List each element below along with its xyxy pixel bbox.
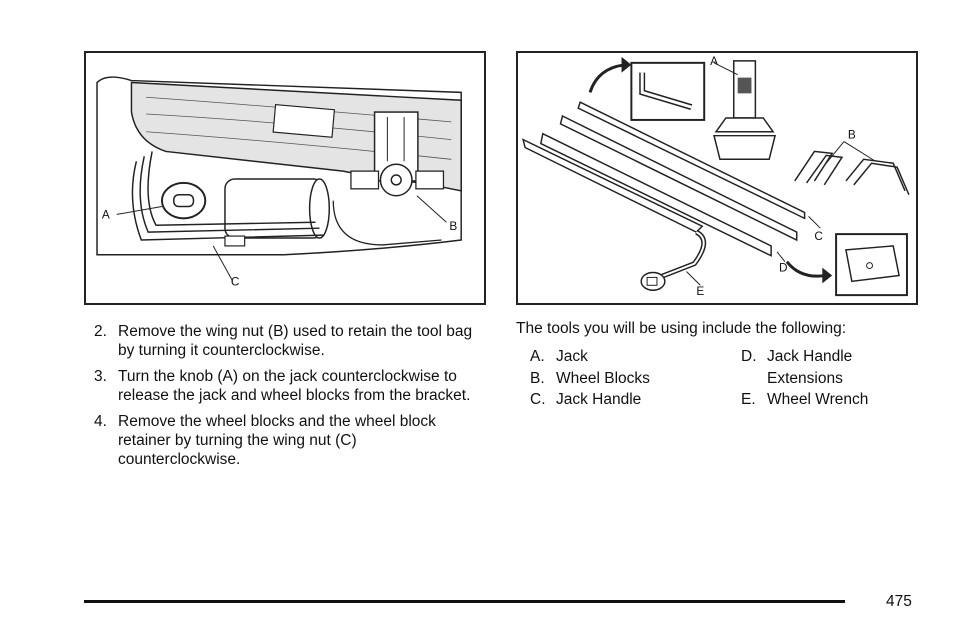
tool-name: Jack Handle: [556, 391, 642, 408]
callout-c: C: [814, 229, 823, 243]
tool-item: C. Jack Handle: [530, 389, 730, 411]
callout-e: E: [696, 284, 704, 298]
step-number: 3.: [94, 368, 107, 385]
tools-list-right: D. Jack Handle Extensions E. Wheel Wrenc…: [741, 346, 911, 411]
tool-letter: A.: [530, 348, 545, 365]
tool-name: Wheel Wrench: [767, 391, 869, 408]
tool-item: A. Jack: [530, 346, 730, 368]
tools-list-left: A. Jack B. Wheel Blocks C. Jack Handle: [530, 346, 730, 411]
callout-a: A: [710, 54, 718, 68]
tools-illustration: A B C D E: [516, 51, 918, 305]
tool-item: E. Wheel Wrench: [741, 389, 911, 411]
callout-a: A: [102, 207, 110, 221]
callout-d: D: [779, 261, 788, 275]
tool-letter: C.: [530, 391, 546, 408]
tool-name: Jack: [556, 348, 588, 365]
tool-item: D. Jack Handle Extensions: [741, 346, 911, 389]
tools-intro: The tools you will be using include the …: [516, 320, 846, 337]
page-number: 475: [886, 593, 912, 610]
instruction-steps: 2. Remove the wing nut (B) used to retai…: [94, 322, 474, 476]
tool-letter: B.: [530, 369, 545, 387]
footer-rule: [84, 600, 845, 603]
tool-name: Jack Handle Extensions: [767, 348, 853, 387]
tool-letter: E.: [741, 391, 756, 408]
jack-stowage-illustration: A B C: [84, 51, 486, 305]
callout-b: B: [449, 219, 457, 233]
step-number: 4.: [94, 413, 107, 430]
step-text: Remove the wing nut (B) used to retain t…: [118, 323, 473, 359]
callout-b: B: [848, 128, 856, 142]
tool-item: B. Wheel Blocks: [530, 368, 730, 390]
step-text: Turn the knob (A) on the jack counterclo…: [118, 368, 471, 404]
tools-drawing: A B C D E: [522, 54, 910, 298]
step-item: 4. Remove the wheel blocks and the wheel…: [94, 412, 474, 469]
step-number: 2.: [94, 323, 107, 340]
tool-letter: D.: [741, 348, 757, 365]
step-item: 3. Turn the knob (A) on the jack counter…: [94, 367, 474, 405]
step-item: 2. Remove the wing nut (B) used to retai…: [94, 322, 474, 360]
step-text: Remove the wheel blocks and the wheel bl…: [118, 413, 436, 468]
tool-name: Wheel Blocks: [556, 369, 650, 387]
callout-c: C: [231, 274, 240, 288]
jack-stowage-drawing: A B C: [96, 76, 462, 288]
